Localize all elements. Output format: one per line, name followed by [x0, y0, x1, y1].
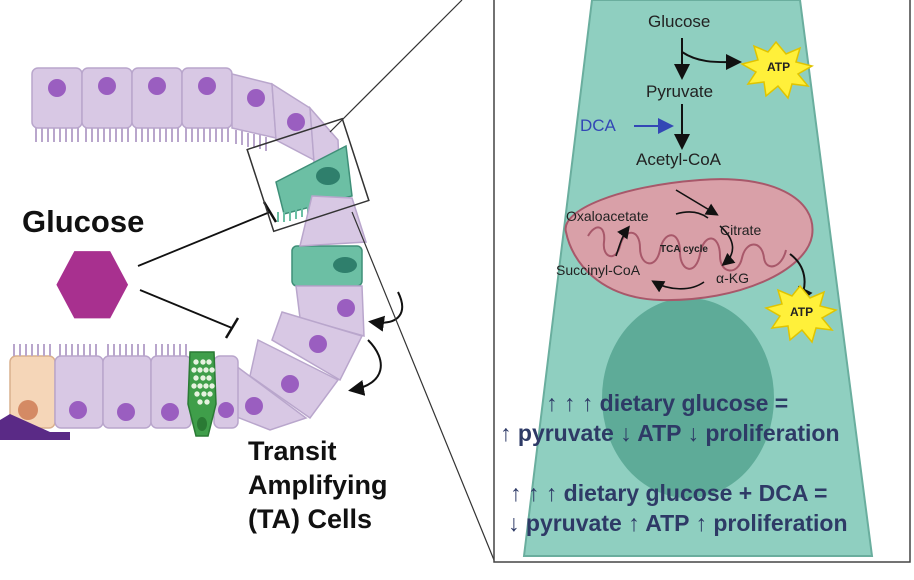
- ta-label-line3: (TA) Cells: [248, 504, 373, 534]
- statement-line3: ↑ ↑ ↑ dietary glucose + DCA =: [510, 480, 828, 506]
- tca-citrate: Citrate: [720, 222, 762, 238]
- zoomed-nucleus: [602, 298, 774, 498]
- statement-line1: ↑ ↑ ↑ dietary glucose =: [546, 390, 789, 416]
- atp-star-top: [740, 40, 814, 100]
- migration-arrow-2: [348, 339, 382, 396]
- pathway-dca: DCA: [580, 116, 616, 135]
- glucose-hexagon: [56, 251, 129, 319]
- inhibition-line-upper: [137, 211, 271, 267]
- statement-line2: ↑ pyruvate ↓ ATP ↓ proliferation: [500, 420, 840, 446]
- pathway-acetyl-coa: Acetyl-CoA: [636, 150, 722, 169]
- pathway-glucose: Glucose: [648, 12, 711, 31]
- mitochondrion: [564, 178, 814, 302]
- inhibition-line-lower: [139, 289, 233, 329]
- crypt-epithelium: [0, 67, 403, 440]
- ta-label-line2: Amplifying: [248, 470, 388, 500]
- tca-oxaloacetate: Oxaloacetate: [566, 208, 649, 224]
- atp-label-bottom: ATP: [790, 305, 814, 319]
- top-cell-row: [31, 67, 341, 186]
- tca-succinyl-coa: Succinyl-CoA: [556, 262, 641, 278]
- atp-label-top: ATP: [767, 60, 791, 74]
- ta-label-line1: Transit: [248, 436, 337, 466]
- pathway-pyruvate: Pyruvate: [646, 82, 714, 101]
- tca-cycle-label: TCA cycle: [660, 244, 708, 255]
- zoom-box: [246, 117, 370, 233]
- glucose-label: Glucose: [22, 204, 145, 239]
- migration-arrow-1: [368, 291, 403, 332]
- atp-star-bottom: [764, 284, 838, 344]
- statement-line4: ↓ pyruvate ↑ ATP ↑ proliferation: [508, 510, 848, 536]
- tca-alpha-kg: α-KG: [716, 270, 749, 286]
